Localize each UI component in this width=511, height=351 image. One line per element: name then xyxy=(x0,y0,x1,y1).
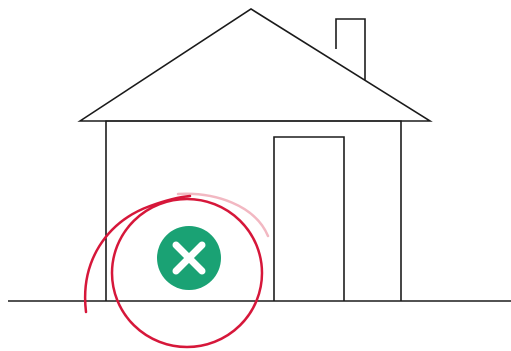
door xyxy=(274,137,344,301)
x-icon xyxy=(157,226,221,290)
house-walls xyxy=(106,121,401,301)
roof xyxy=(80,9,430,121)
